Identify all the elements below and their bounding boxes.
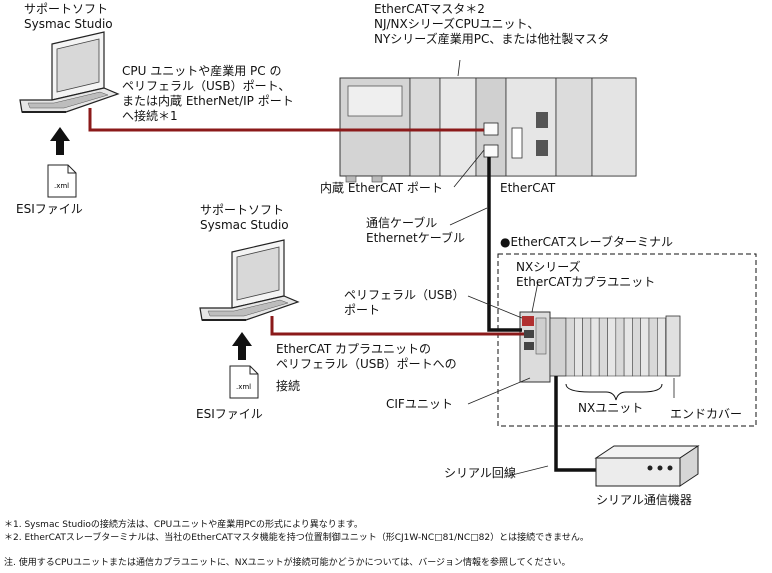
laptop-icon: [19, 31, 120, 113]
peripheral-port-label-2: ポート: [344, 303, 381, 317]
file-icon: .xml: [47, 164, 77, 198]
ethercat-coupler-label: EtherCATカプラユニット: [516, 275, 656, 289]
nx-series-label: NXシリーズ: [516, 260, 581, 274]
usb-connection-4: へ接続＊1: [122, 109, 178, 123]
nx-unit-slice: [565, 317, 575, 377]
brace: [565, 383, 663, 401]
peripheral-port-label-1: ペリフェラル（USB）: [344, 288, 465, 302]
nx-unit-slice: [623, 317, 633, 377]
builtin-ethercat-port-label: 内蔵 EtherCAT ポート: [320, 181, 443, 195]
cif-unit-label: CIFユニット: [386, 397, 453, 411]
ethercat-cable: [487, 157, 522, 332]
top-support-software-label: サポートソフト: [24, 2, 109, 16]
note-2: ＊2. EtherCATスレーブターミナルは、当社のEtherCATマスタ機能を…: [4, 533, 589, 543]
master-title: EtherCATマスタ＊2: [374, 2, 485, 16]
top-sysmac-studio-label: Sysmac Studio: [24, 17, 113, 31]
nx-unit-slice: [573, 317, 583, 377]
laptop-icon: [199, 239, 300, 321]
usb-connection-2: ペリフェラル（USB）ポート、: [122, 79, 291, 93]
nx-slave-terminal-device: [519, 311, 681, 383]
nx-unit-slice: [582, 317, 592, 377]
note-3: 注. 使用するCPUユニットまたは通信カプラユニットに、NXユニットが接続可能か…: [4, 558, 571, 568]
nx-unit-slice: [590, 317, 600, 377]
note-1: ＊1. Sysmac Studioの接続方法は、CPUユニットや産業用PCの形式…: [4, 520, 363, 530]
up-arrow-icon: [50, 127, 70, 155]
esi-file-label-1: ESIファイル: [16, 202, 83, 216]
nx-unit-slice: [607, 317, 617, 377]
nx-unit-slice: [656, 317, 666, 377]
usb-cable: [88, 108, 484, 132]
usb-connection-1: CPU ユニットや産業用 PC の: [122, 64, 282, 78]
master-controller: [339, 77, 637, 183]
mid-support-software-label: サポートソフト: [200, 203, 285, 217]
usb-connection-3: または内蔵 EtherNet/IP ポート: [122, 94, 294, 108]
end-cover-label: エンドカバー: [670, 407, 743, 421]
usb-cable-2: [270, 316, 524, 336]
xml-ext-label: .xml: [236, 383, 251, 391]
nx-unit-slice: [598, 317, 608, 377]
slave-terminal-boundary: [497, 253, 757, 427]
coupler-connection-3: 接続: [276, 379, 301, 393]
ethercat-label: EtherCAT: [500, 181, 556, 195]
up-arrow-icon: [232, 332, 252, 360]
serial-cable: [554, 376, 596, 472]
coupler-connection-2: ペリフェラル（USB）ポートへの: [276, 357, 457, 371]
nx-unit-slice: [632, 317, 642, 377]
file-icon: .xml: [229, 365, 259, 399]
mid-sysmac-studio-label: Sysmac Studio: [200, 218, 289, 232]
nx-unit-slice: [640, 317, 650, 377]
nx-unit-slice: [615, 317, 625, 377]
master-desc-2: NYシリーズ産業用PC、または他社製マスタ: [374, 32, 610, 46]
comm-cable-label: 通信ケーブル: [366, 216, 438, 230]
coupler-connection-1: EtherCAT カプラユニットの: [276, 342, 432, 356]
nx-unit-label: NXユニット: [578, 401, 644, 415]
serial-line-label: シリアル回線: [444, 466, 516, 480]
xml-ext-label: .xml: [54, 182, 69, 190]
serial-device-icon: [594, 445, 700, 487]
slave-terminal-title: ●EtherCATスレーブターミナル: [500, 235, 673, 249]
nx-unit-slice: [648, 317, 658, 377]
serial-device-label: シリアル通信機器: [596, 493, 692, 507]
ethernet-cable-label: Ethernetケーブル: [366, 231, 465, 245]
esi-file-label-2: ESIファイル: [196, 407, 263, 421]
master-desc-1: NJ/NXシリーズCPUユニット、: [374, 17, 540, 31]
